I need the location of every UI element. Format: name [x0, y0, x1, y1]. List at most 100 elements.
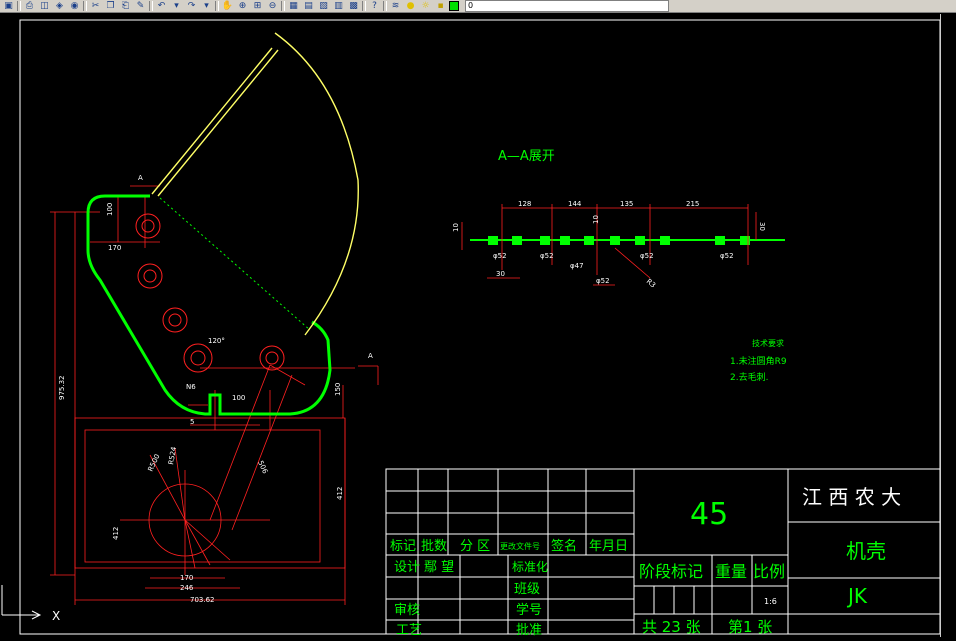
svg-text:技术要求: 技术要求: [752, 338, 784, 348]
svg-text:工艺: 工艺: [396, 623, 422, 637]
zoom-realtime-icon[interactable]: ⊕: [238, 0, 247, 11]
svg-text:215: 215: [686, 200, 699, 208]
part-code: JK: [846, 584, 868, 608]
svg-text:120°: 120°: [208, 337, 225, 345]
toolbar-separator: [362, 1, 366, 11]
left-view-labels: A A 100 170 120° N6 100 5 150 975.32 412…: [58, 174, 373, 604]
sheet-icon[interactable]: ▥: [334, 0, 343, 11]
toolbar-separator: [281, 1, 285, 11]
publish-icon[interactable]: ◉: [70, 0, 79, 11]
svg-text:5: 5: [190, 418, 194, 426]
svg-text:更改文件号: 更改文件号: [500, 541, 540, 551]
svg-text:1:6: 1:6: [764, 597, 777, 606]
svg-text:φ52: φ52: [596, 277, 610, 285]
part-name: 机壳: [846, 539, 886, 563]
print-icon[interactable]: ⎙: [25, 0, 34, 11]
svg-text:比例: 比例: [753, 562, 785, 581]
toolbar-separator: [149, 1, 153, 11]
svg-text:100: 100: [106, 203, 114, 216]
svg-text:φ52: φ52: [720, 252, 734, 260]
redo-icon[interactable]: ↷: [187, 0, 196, 11]
material: 45: [690, 497, 728, 532]
svg-text:R3: R3: [645, 277, 657, 289]
svg-text:标记: 标记: [390, 539, 416, 554]
pan-icon[interactable]: ✋: [221, 0, 234, 11]
svg-text:批数: 批数: [421, 539, 447, 554]
svg-text:年月日: 年月日: [589, 539, 628, 554]
svg-text:412: 412: [336, 487, 344, 500]
copy-icon[interactable]: ❐: [106, 0, 115, 11]
school-name: 江 西 农 大: [802, 485, 901, 509]
svg-text:170: 170: [180, 574, 193, 582]
standard-toolbar: ▣ ⎙ ◫ ◈ ◉ ✂ ❐ ⎗ ✎ ↶ ▾ ↷ ▾ ✋ ⊕ ⊞ ⊖ ▦ ▤ ▧ …: [0, 0, 956, 13]
svg-text:设计: 设计: [394, 560, 420, 575]
properties-icon[interactable]: ▦: [289, 0, 298, 11]
svg-text:阶段标记: 阶段标记: [639, 562, 703, 581]
svg-text:第1 张: 第1 张: [728, 618, 772, 636]
help-icon[interactable]: ?: [372, 0, 377, 11]
title-block-text: 45 江 西 农 大 机壳 JK 标记 批数 分 区 更改文件号 签名 年月日 …: [390, 485, 901, 638]
svg-text:412: 412: [112, 527, 120, 540]
svg-text:班级: 班级: [514, 582, 540, 597]
save-icon[interactable]: ▣: [4, 0, 13, 11]
svg-text:重量: 重量: [715, 562, 747, 581]
view-title: A—A展开: [498, 149, 555, 164]
toolbar-separator: [215, 1, 219, 11]
plot-icon[interactable]: ◈: [56, 0, 63, 11]
feed-hatching: [159, 197, 311, 331]
housing-outline: [86, 194, 332, 416]
toolbar-separator: [383, 1, 387, 11]
cad-drawing: A A 100 170 120° N6 100 5 150 975.32 412…: [1, 19, 941, 638]
tool-palette-icon[interactable]: ▧: [319, 0, 328, 11]
bulb-icon[interactable]: ●: [406, 0, 415, 11]
cut-icon[interactable]: ✂: [91, 0, 100, 11]
svg-text:共 23 张: 共 23 张: [642, 618, 701, 636]
title-block-grid: [385, 468, 941, 635]
svg-text:φ52: φ52: [640, 252, 654, 260]
zoom-previous-icon[interactable]: ⊖: [268, 0, 277, 11]
ucs-x-label: X: [52, 609, 60, 623]
vertical-scrollbar[interactable]: [940, 14, 956, 637]
layers-icon[interactable]: ≋: [391, 0, 400, 11]
svg-text:100: 100: [232, 394, 245, 402]
svg-text:10: 10: [592, 215, 600, 224]
undo-dropdown-icon[interactable]: ▾: [174, 0, 179, 11]
svg-text:学号: 学号: [516, 602, 542, 618]
undo-icon[interactable]: ↶: [157, 0, 166, 11]
svg-text:签名: 签名: [551, 538, 577, 554]
feed-chute: [151, 32, 359, 336]
layer-dropdown[interactable]: 0: [465, 0, 669, 12]
svg-text:144: 144: [568, 200, 582, 208]
design-center-icon[interactable]: ▤: [304, 0, 313, 11]
section-holes: [488, 236, 750, 245]
section-label-left: A: [138, 174, 143, 182]
redo-dropdown-icon[interactable]: ▾: [204, 0, 209, 11]
svg-text:标准化: 标准化: [512, 560, 548, 574]
drawing-canvas[interactable]: A A 100 170 120° N6 100 5 150 975.32 412…: [0, 14, 956, 638]
lock-icon[interactable]: ▪: [437, 0, 444, 11]
svg-text:30: 30: [496, 270, 505, 278]
svg-text:506: 506: [256, 459, 269, 475]
section-label-right: A: [368, 352, 373, 360]
technical-requirements: 技术要求 1.未注圆角R9 2.去毛刺.: [730, 338, 787, 383]
toolbar-separator: [83, 1, 87, 11]
svg-text:R524: R524: [167, 445, 178, 465]
svg-text:30: 30: [758, 222, 766, 231]
preview-icon[interactable]: ◫: [40, 0, 49, 11]
sun-icon[interactable]: ☼: [421, 0, 430, 11]
calculator-icon[interactable]: ▩: [349, 0, 358, 11]
section-dims: [461, 204, 757, 286]
svg-text:批准: 批准: [516, 623, 542, 637]
svg-text:170: 170: [108, 244, 121, 252]
svg-text:审核: 审核: [394, 603, 420, 618]
paste-icon[interactable]: ⎗: [121, 0, 130, 11]
ucs-icon: [1, 585, 42, 620]
svg-text:分 区: 分 区: [460, 539, 490, 554]
section-labels: 128 144 135 215 10 30 30 φ52 φ52 φ47 φ52…: [452, 200, 766, 290]
svg-text:2.去毛刺.: 2.去毛刺.: [730, 371, 768, 383]
match-icon[interactable]: ✎: [136, 0, 145, 11]
svg-text:鄢 望: 鄢 望: [424, 559, 454, 575]
toolbar-separator: [17, 1, 21, 11]
svg-text:φ47: φ47: [570, 262, 584, 270]
zoom-window-icon[interactable]: ⊞: [253, 0, 262, 11]
